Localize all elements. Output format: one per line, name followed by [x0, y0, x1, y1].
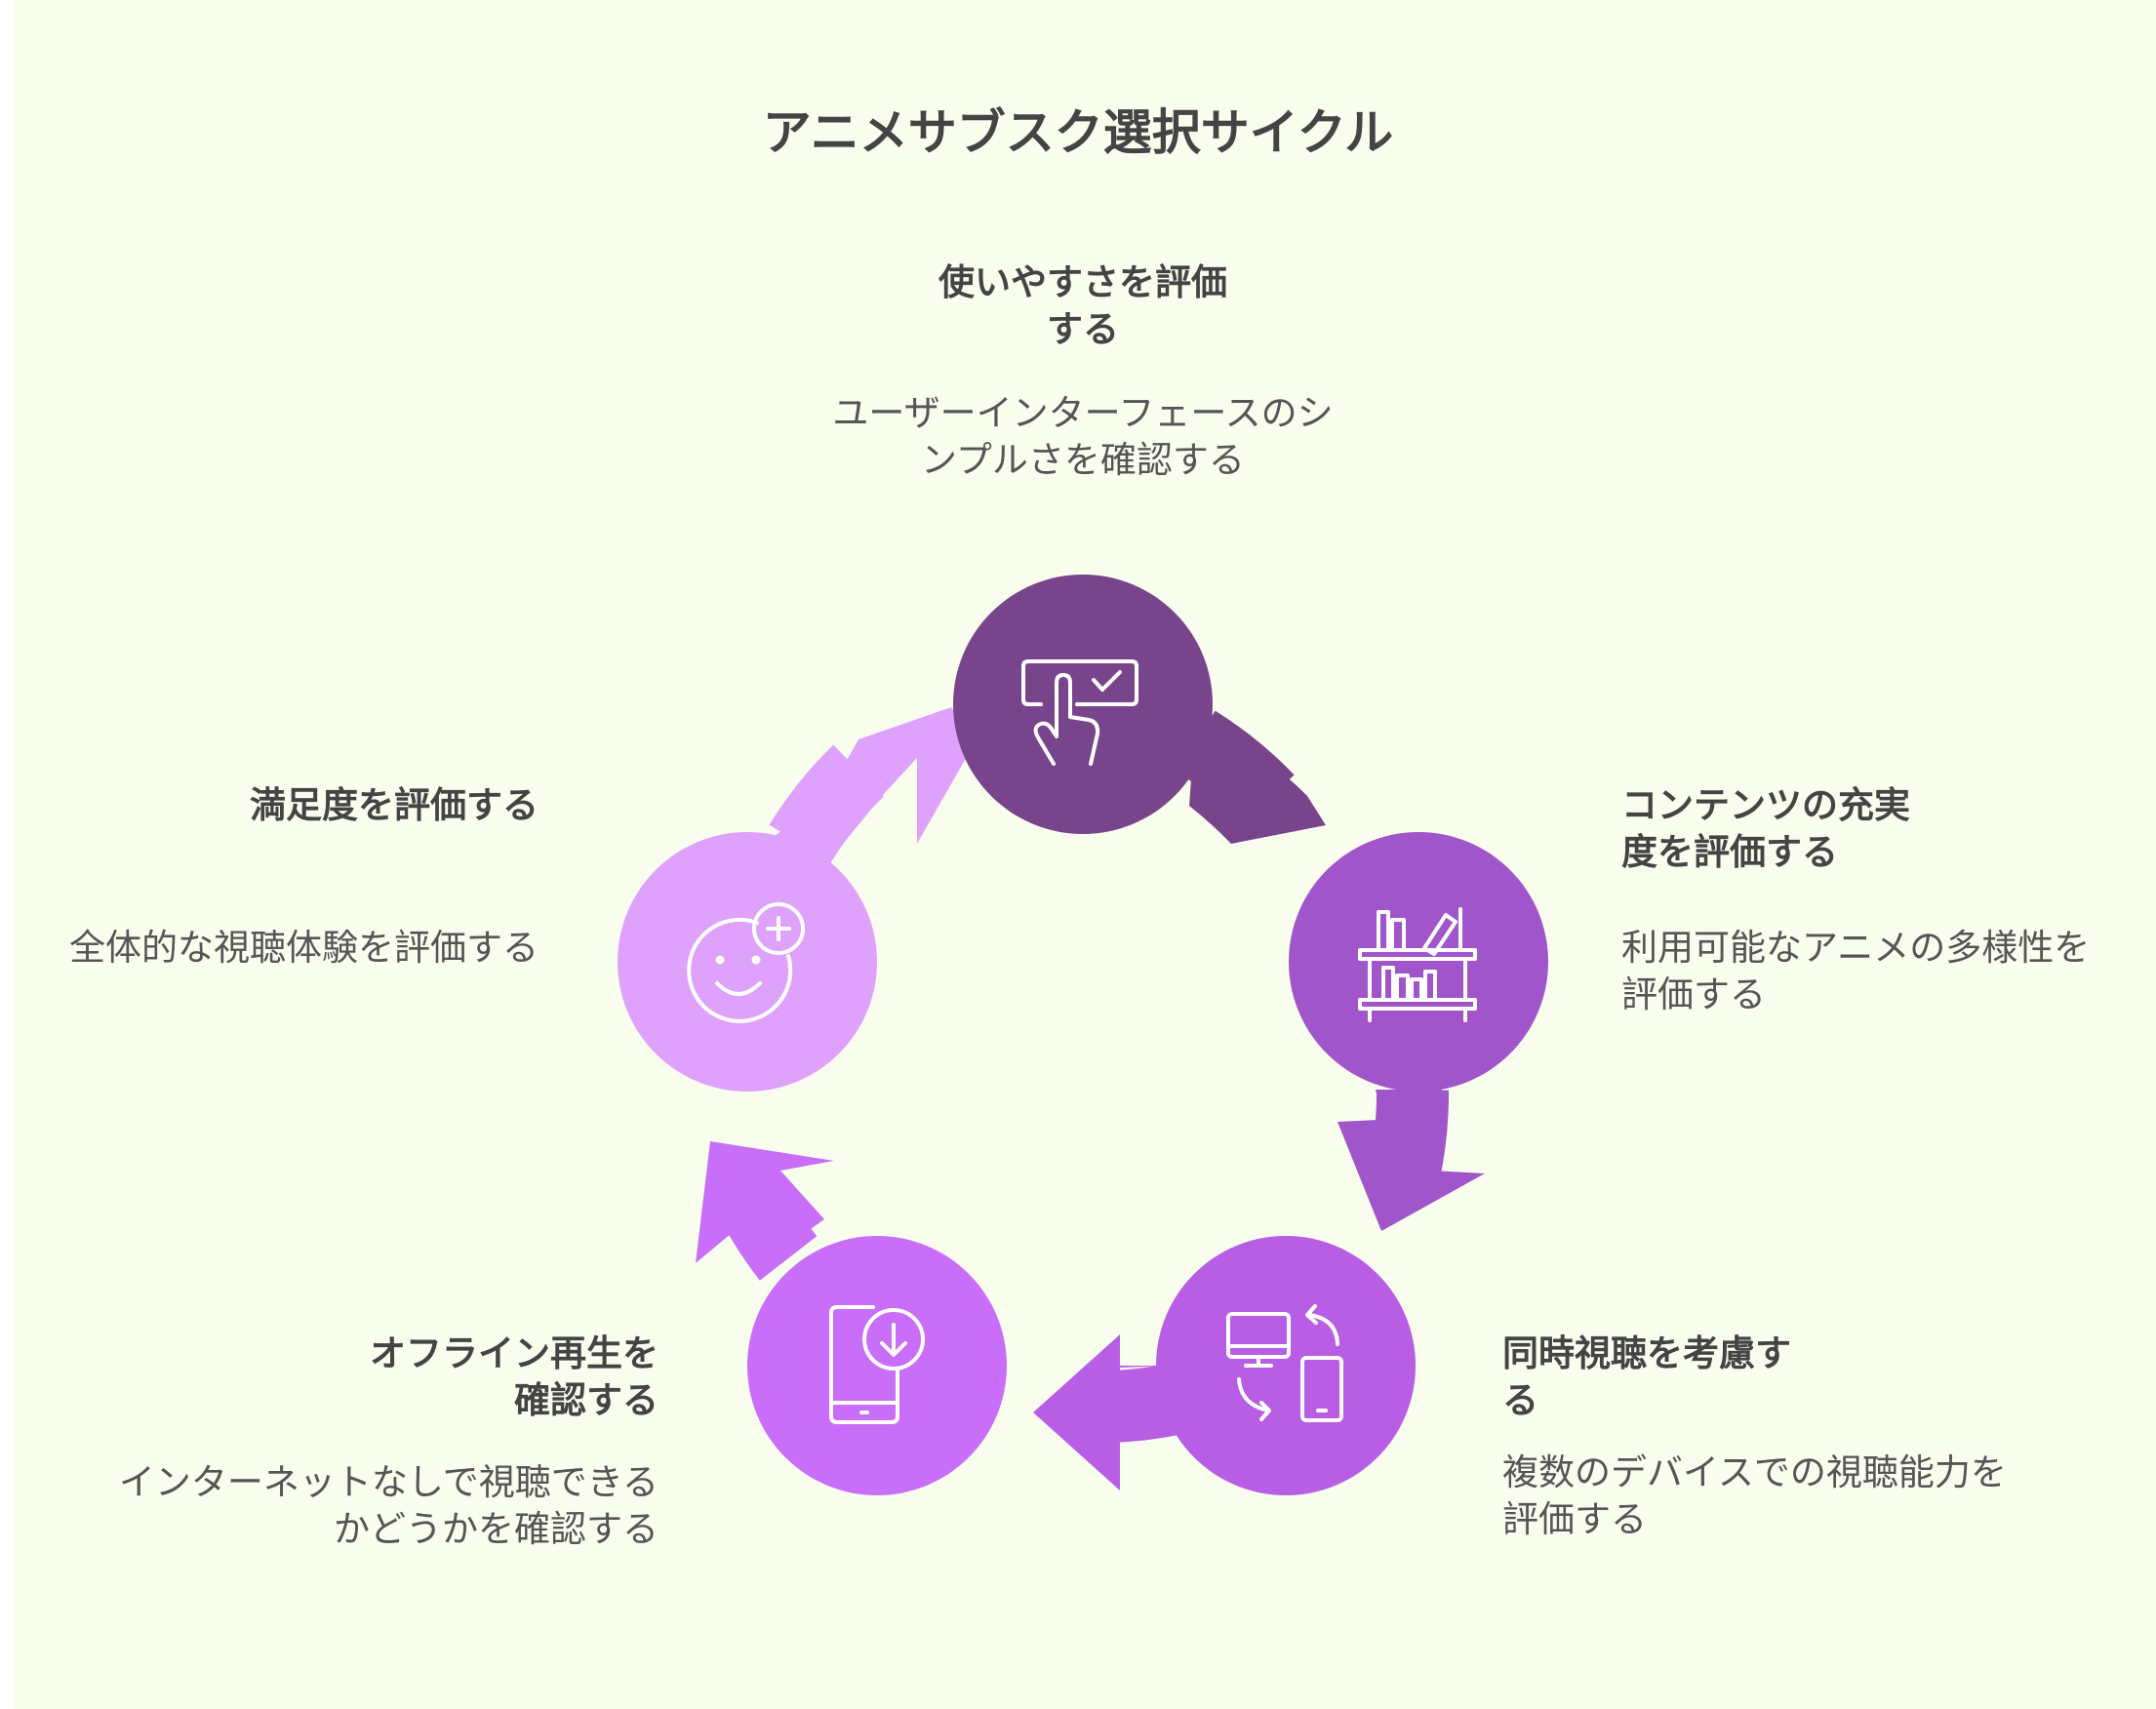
arc-content-to-simultaneous [1369, 1090, 1449, 1178]
step-content-desc-line: 利用可能なアニメの多様性を [1621, 927, 2091, 969]
step-simultaneous-desc-line: 複数のデバイスでの視聴能力を [1502, 1451, 2007, 1493]
node-content [1289, 832, 1548, 1092]
device-sync-icon [1226, 1304, 1343, 1422]
touch-check-icon [1021, 659, 1138, 766]
step-usability-desc-line: ンプルさを確認する [921, 439, 1245, 481]
step-simultaneous-title: 同時視聴を考慮す る [1502, 1331, 1971, 1424]
step-offline-title: オフライン再生を 確認する [176, 1331, 659, 1424]
step-usability-title: 使いやすさを評価 する [878, 259, 1288, 353]
step-satisfaction-desc-line: 全体的な視聴体験を評価する [69, 927, 539, 969]
node-content-circle [1289, 832, 1548, 1092]
arc-offline-to-satisfaction [724, 1191, 818, 1281]
diagram-title: アニメサブスク選択サイクル [762, 104, 1394, 161]
phone-download-icon [829, 1305, 925, 1424]
node-simultaneous-circle [1156, 1236, 1416, 1495]
arc-usability-to-content [1176, 710, 1295, 826]
step-usability-title-line: する [1047, 308, 1119, 350]
step-offline-desc-line: インターネットなしで視聴できる [118, 1461, 659, 1503]
step-offline-title-line: 確認する [514, 1379, 659, 1421]
step-usability-desc: ユーザーインターフェースのシ ンプルさを確認する [751, 390, 1415, 484]
smile-plus-icon [687, 902, 805, 1023]
arrow-simultaneous-to-offline [1033, 1334, 1171, 1490]
step-usability-title-line: 使いやすさを評価 [938, 261, 1227, 303]
step-satisfaction-desc: 全体的な視聴体験を評価する [14, 925, 539, 972]
step-simultaneous-desc: 複数のデバイスでの視聴能力を 評価する [1502, 1450, 2146, 1543]
step-simultaneous-desc-line: 評価する [1502, 1498, 1647, 1540]
step-simultaneous-title-line: る [1502, 1379, 1538, 1421]
node-usability [953, 575, 1213, 834]
step-satisfaction-title-line: 満足度を評価する [250, 784, 539, 826]
step-content-title-line: コンテンツの充実 [1621, 784, 1910, 826]
step-simultaneous-title-line: 同時視聴を考慮す [1502, 1332, 1791, 1374]
step-offline-title-line: オフライン再生を [370, 1332, 659, 1374]
step-usability-desc-line: ユーザーインターフェースのシ [832, 392, 1334, 434]
step-offline-desc-line: かどうかを確認する [334, 1508, 659, 1550]
step-satisfaction-title: 満足度を評価する [98, 782, 539, 829]
node-simultaneous [1156, 1236, 1416, 1495]
node-satisfaction [618, 832, 877, 1092]
step-offline-desc: インターネットなしで視聴できる かどうかを確認する [20, 1459, 659, 1553]
step-content-desc: 利用可能なアニメの多様性を 評価する [1621, 925, 2148, 1018]
node-offline [747, 1236, 1007, 1495]
node-satisfaction-circle [618, 832, 877, 1092]
step-content-desc-line: 評価する [1621, 974, 1766, 1015]
step-content-title-line: 度を評価する [1621, 831, 1838, 873]
arc-satisfaction-to-usability [769, 744, 885, 863]
step-content-title: コンテンツの充実 度を評価する [1621, 782, 2090, 876]
bookshelf-icon [1358, 907, 1477, 1022]
